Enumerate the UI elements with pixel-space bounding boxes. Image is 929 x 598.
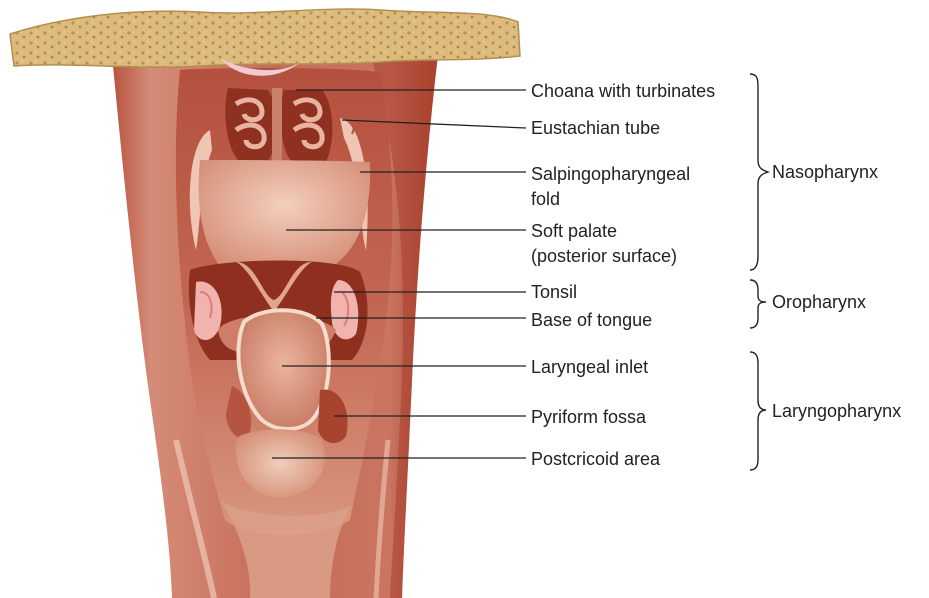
label-base-of-tongue: Base of tongue — [531, 309, 652, 331]
group-nasopharynx: Nasopharynx — [772, 161, 878, 183]
brace-nasopharynx — [750, 74, 768, 270]
label-pyriform-fossa: Pyriform fossa — [531, 406, 646, 428]
brace-laryngopharynx — [750, 352, 766, 470]
label-soft-palate-line1: Soft palate — [531, 220, 617, 242]
label-salpingopharyngeal-line1: Salpingopharyngeal — [531, 163, 690, 185]
label-soft-palate-line2: (posterior surface) — [531, 245, 677, 267]
group-laryngopharynx: Laryngopharynx — [772, 400, 901, 422]
brace-oropharynx — [750, 280, 766, 328]
group-oropharynx: Oropharynx — [772, 291, 866, 313]
label-eustachian-tube: Eustachian tube — [531, 117, 660, 139]
choanae — [225, 88, 332, 164]
label-laryngeal-inlet: Laryngeal inlet — [531, 356, 648, 378]
label-salpingopharyngeal-line2: fold — [531, 188, 560, 210]
skull-base — [10, 9, 520, 67]
label-postcricoid-area: Postcricoid area — [531, 448, 660, 470]
label-tonsil: Tonsil — [531, 281, 577, 303]
label-choana: Choana with turbinates — [531, 80, 715, 102]
